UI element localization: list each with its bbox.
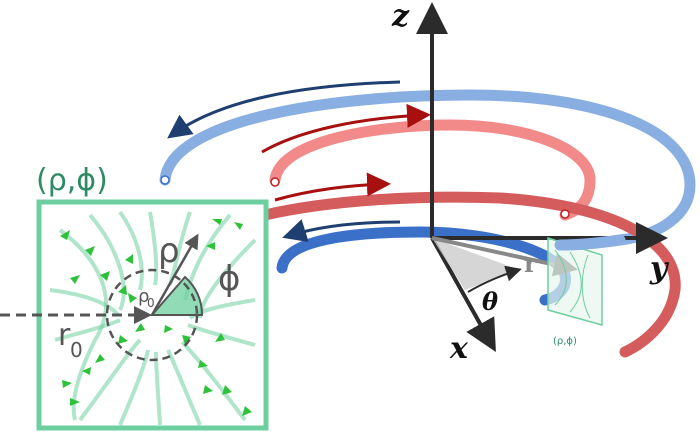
- theta-arc: [467, 265, 522, 293]
- coil-pink: [269, 119, 596, 221]
- x-label: x: [449, 331, 469, 366]
- coil-red: [259, 191, 681, 358]
- y-label: y: [649, 251, 670, 286]
- coil-light-blue: [159, 89, 696, 246]
- r-vector: [431, 236, 578, 277]
- small-cross-section: (ρ,ϕ): [547, 236, 603, 347]
- field-arrows: [60, 219, 252, 416]
- rho0-subscript: 0: [147, 296, 155, 310]
- r0-subscript: 0: [70, 338, 83, 362]
- theta-label: θ: [482, 287, 498, 316]
- r-label: r: [524, 249, 537, 278]
- current-arrow-red-top: [261, 103, 431, 154]
- phi-wedge: [149, 275, 204, 316]
- coil-blue: [276, 226, 571, 306]
- box-coords-label: (ρ,ϕ): [36, 163, 108, 198]
- x-axis: [430, 237, 496, 352]
- cross-section-box: ρ ρ 0 ϕ r 0: [0, 199, 269, 431]
- rho0-label: ρ: [138, 286, 149, 307]
- z-label: z: [391, 0, 410, 34]
- r0-label: r: [58, 318, 71, 353]
- current-arrow-navy-mid: [282, 219, 401, 243]
- rho-label: ρ: [158, 231, 180, 271]
- rho0-circle: [105, 268, 199, 362]
- phi-label: ϕ: [218, 259, 240, 299]
- current-arrow-red-mid: [274, 172, 391, 202]
- current-arrow-navy-top: [167, 80, 401, 139]
- small-box-coords-label: (ρ,ϕ): [553, 336, 577, 347]
